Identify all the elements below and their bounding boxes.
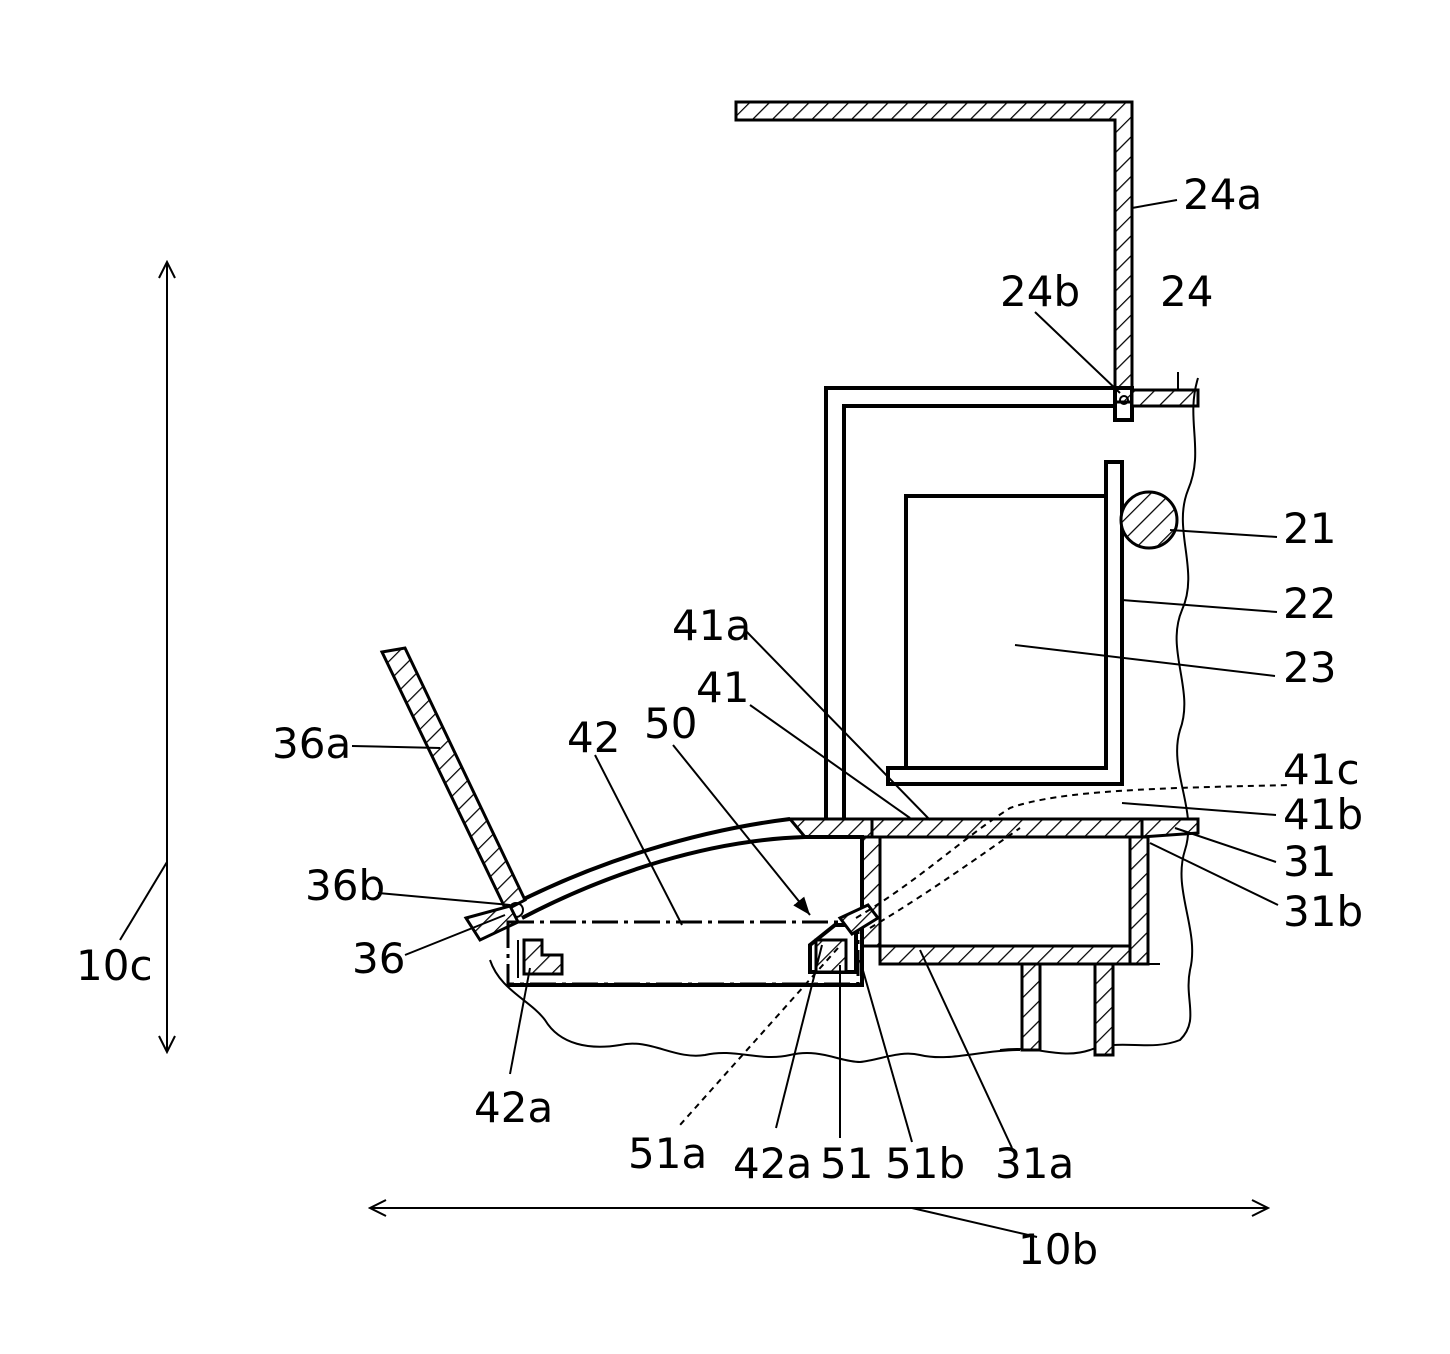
label-24b: 24b — [1000, 267, 1080, 316]
plate-24a — [736, 102, 1132, 402]
label-10b: 10b — [1018, 1225, 1098, 1274]
label-24: 24 — [1160, 267, 1213, 316]
rod-21 — [1121, 492, 1177, 548]
duct-31b — [862, 837, 1148, 964]
label-41a: 41a — [672, 601, 751, 650]
lid-36a — [382, 648, 525, 910]
panel-31-left — [790, 819, 872, 837]
label-36: 36 — [352, 934, 405, 983]
block-23 — [906, 496, 1106, 768]
label-22: 22 — [1283, 579, 1336, 628]
label-21: 21 — [1283, 504, 1336, 553]
label-42: 42 — [567, 713, 620, 762]
pipes — [1022, 964, 1160, 1055]
bracket-22 — [888, 462, 1122, 784]
label-31: 31 — [1283, 837, 1336, 886]
label-51a: 51a — [628, 1129, 707, 1178]
panel-24 — [1132, 372, 1198, 406]
housing-frame — [826, 388, 1115, 820]
label-41b: 41b — [1283, 790, 1363, 839]
path-41c-inner — [870, 828, 1020, 928]
label-41: 41 — [696, 663, 749, 712]
panel-31 — [1142, 819, 1198, 837]
label-36a: 36a — [272, 719, 351, 768]
label-23: 23 — [1283, 643, 1336, 692]
path-41c — [856, 785, 1290, 918]
filter-41 — [872, 819, 1142, 837]
cover-36 — [512, 819, 805, 918]
bottom-break-line — [490, 960, 1020, 1062]
label-41c: 41c — [1283, 745, 1360, 794]
label-42a-left: 42a — [474, 1083, 553, 1132]
label-50: 50 — [644, 699, 697, 748]
label-31a: 31a — [995, 1139, 1074, 1188]
label-51b: 51b — [885, 1139, 965, 1188]
label-10c: 10c — [76, 941, 153, 990]
label-31b: 31b — [1283, 887, 1363, 936]
label-36b: 36b — [305, 861, 385, 910]
label-51: 51 — [820, 1139, 873, 1188]
label-24a: 24a — [1183, 170, 1262, 219]
label-42a-right: 42a — [733, 1139, 812, 1188]
